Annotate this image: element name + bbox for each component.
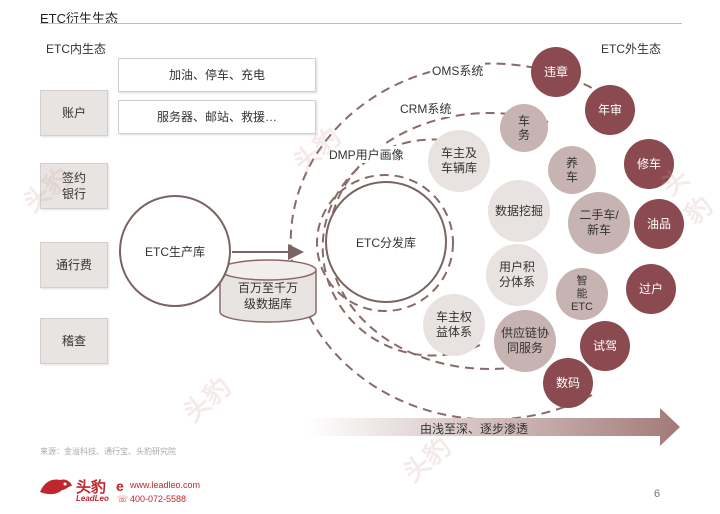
supply-chain-circle: 供应链协 同服务	[494, 310, 556, 372]
service-box: 服务器、邮站、救援…	[118, 100, 316, 134]
car-service-circle: 车 务	[500, 104, 548, 152]
bank-box: 签约 银行	[40, 163, 108, 209]
points-system-circle: 用户积 分体系	[486, 244, 548, 306]
owner-rights-circle: 车主权 益体系	[423, 294, 485, 356]
outer-eco-label: ETC外生态	[601, 42, 662, 56]
test-drive-circle: 试驾	[580, 321, 630, 371]
violation-circle: 违章	[531, 47, 581, 97]
toll-box: 通行费	[40, 242, 108, 288]
dmp-ring	[321, 138, 481, 357]
digital-circle: 数码	[543, 358, 593, 408]
logo-name: 头豹	[76, 479, 107, 496]
phone-number: 400-072-5588	[130, 494, 187, 504]
progress-arrow-label: 由浅至深、逐步渗透	[420, 422, 529, 436]
page-number: 6	[654, 488, 661, 500]
distribution-circle: ETC分发库	[325, 181, 447, 303]
audit-box: 稽查	[40, 318, 108, 364]
repair-circle: 修车	[624, 139, 674, 189]
inner-eco-label: ETC内生态	[46, 42, 107, 56]
data-mining-circle: 数据挖掘	[488, 180, 550, 242]
logo-subtitle: LeadLeo	[76, 494, 109, 503]
owner-vehicle-circle: 车主及 车辆库	[428, 130, 490, 192]
crm-label: CRM系统	[398, 100, 454, 117]
production-circle: ETC生产库	[119, 195, 231, 307]
transfer-circle: 过户	[626, 264, 676, 314]
e-logo-icon: e	[116, 478, 124, 494]
website-link[interactable]: www.leadleo.com	[130, 480, 201, 490]
database-label: 百万至千万 级数据库	[237, 281, 298, 311]
dmp-label: DMP用户画像	[327, 146, 406, 163]
leopard-logo-icon	[38, 474, 74, 498]
phone-icon: ☏	[117, 494, 129, 504]
annual-review-circle: 年审	[585, 85, 635, 135]
smart-etc-circle: 智 能 ETC	[556, 268, 608, 320]
fuel-parking-box: 加油、停车、充电	[118, 58, 316, 92]
title-divider	[40, 23, 682, 24]
car-care-circle: 养 车	[548, 146, 596, 194]
oms-label: OMS系统	[430, 62, 486, 79]
used-new-car-circle: 二手车/ 新车	[568, 192, 630, 254]
distribution-halo	[316, 174, 454, 312]
account-box: 账户	[40, 90, 108, 136]
page-title: ETC衍生生态	[40, 11, 119, 26]
database-cylinder	[219, 259, 317, 323]
source-note: 来源：金溢科技、通行宝、头豹研究院	[40, 447, 176, 456]
oil-circle: 油品	[634, 199, 684, 249]
progress-arrow	[308, 408, 680, 446]
